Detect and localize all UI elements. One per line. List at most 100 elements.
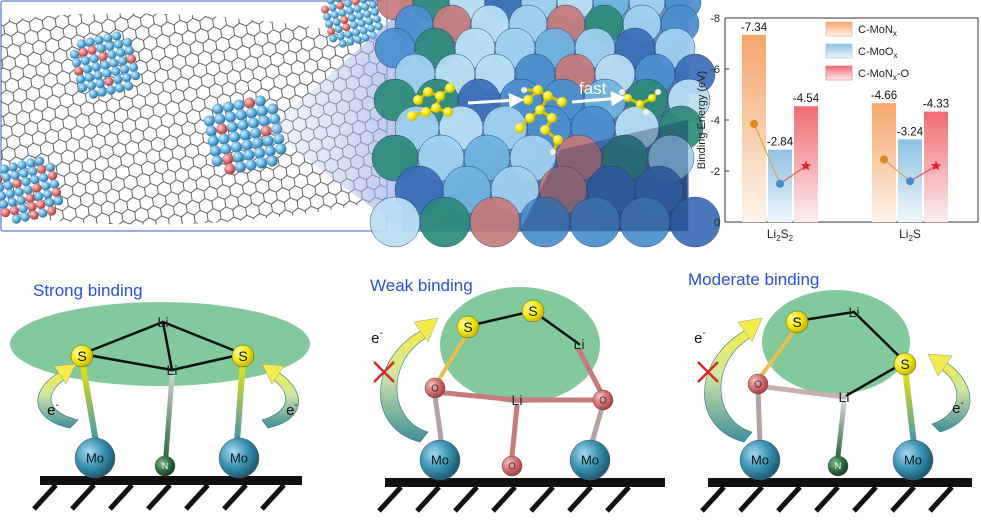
blue-atom xyxy=(80,56,90,66)
mo-atom xyxy=(419,439,461,481)
legend-swatch xyxy=(825,21,853,37)
hatch xyxy=(32,483,58,511)
blue-atom xyxy=(330,10,339,19)
s-label: S xyxy=(238,348,247,364)
atom xyxy=(521,87,527,93)
blue-atom xyxy=(43,189,53,199)
blue-atom xyxy=(338,8,347,17)
blue-atom xyxy=(120,64,130,74)
panel-title: Weak binding xyxy=(370,276,473,295)
mo-atom xyxy=(569,439,611,481)
blue-atom xyxy=(94,35,104,45)
blue-atom xyxy=(118,56,128,66)
atom xyxy=(525,113,535,123)
tspan: S xyxy=(913,227,921,241)
blue-atom xyxy=(124,46,135,56)
cross-icon xyxy=(697,361,719,383)
tspan: Li xyxy=(899,227,908,241)
arrow-fast xyxy=(571,91,626,107)
blue-atom xyxy=(10,170,20,180)
y-tick-label: -8 xyxy=(710,13,720,25)
atom xyxy=(553,135,563,145)
atom xyxy=(421,107,431,117)
blue-atom xyxy=(116,48,126,58)
atom xyxy=(557,97,567,107)
red-atom xyxy=(0,208,11,218)
hatch xyxy=(776,485,802,513)
legend-sub: x xyxy=(893,29,897,38)
e: e xyxy=(371,330,379,347)
circle-marker xyxy=(880,155,888,164)
blue-atom xyxy=(28,166,38,176)
red-atom xyxy=(87,45,97,55)
hatch xyxy=(928,485,954,513)
o-atom xyxy=(747,373,769,395)
blue-atom xyxy=(267,103,279,115)
blue-atom xyxy=(254,95,266,107)
atom xyxy=(423,87,433,97)
blue-atom xyxy=(230,141,242,153)
blue-atom xyxy=(93,70,103,80)
hatch xyxy=(377,485,403,513)
atom xyxy=(515,123,525,133)
e: e xyxy=(47,402,55,419)
minus: - xyxy=(703,328,706,339)
shadow xyxy=(520,120,688,231)
s-atom xyxy=(231,344,255,368)
y-tick-label: -2 xyxy=(710,166,720,178)
blue-atom xyxy=(49,179,60,189)
blue-atom xyxy=(30,175,40,185)
blue-atom xyxy=(75,74,86,84)
blue-atom xyxy=(363,10,372,18)
atom xyxy=(655,89,661,95)
blue-atom xyxy=(241,139,253,151)
electron-arrow-left-head xyxy=(53,363,77,385)
s-atom xyxy=(70,344,94,368)
blue-atom xyxy=(222,101,234,113)
blue-atom xyxy=(323,12,332,21)
blue-atom xyxy=(11,214,21,224)
n-label: N xyxy=(835,461,842,471)
blue-atom xyxy=(211,155,223,167)
blue-atom xyxy=(100,60,110,70)
atom xyxy=(619,89,625,95)
atom xyxy=(431,103,441,113)
atom xyxy=(443,107,453,117)
data-label: -4.54 xyxy=(793,93,820,105)
blue-atom xyxy=(0,183,5,193)
hatch xyxy=(260,483,286,511)
mo-label: Mo xyxy=(86,451,104,466)
atom xyxy=(435,91,445,101)
red-atom xyxy=(29,210,39,220)
bond-li-o xyxy=(509,403,520,459)
blue-atom xyxy=(234,161,246,173)
surface-atom xyxy=(419,196,471,248)
blue-atom xyxy=(359,0,368,4)
blue-atom xyxy=(243,149,255,161)
blue-atom xyxy=(86,81,96,91)
hatch xyxy=(738,485,764,513)
red-atom xyxy=(104,77,114,87)
blue-atom xyxy=(3,181,13,191)
red-atom xyxy=(98,52,108,62)
legend-main: C-MoO xyxy=(858,46,894,58)
atom xyxy=(413,95,423,105)
legend-main: C-MoN xyxy=(858,24,893,36)
atom xyxy=(535,105,545,115)
blue-atom xyxy=(88,89,98,99)
blue-atom xyxy=(16,195,26,205)
red-atom xyxy=(36,200,46,210)
blue-atom xyxy=(1,172,11,182)
atom xyxy=(540,125,550,135)
blue-atom xyxy=(115,83,125,93)
s-label: S xyxy=(900,356,909,372)
legend-swatch xyxy=(825,65,853,81)
bond-s-mo xyxy=(902,365,917,447)
o-atom xyxy=(592,389,614,411)
legend-sub: x xyxy=(893,73,897,82)
red-atom xyxy=(327,27,336,36)
hatch xyxy=(491,485,517,513)
blue-atom xyxy=(203,115,215,127)
bond-li-s xyxy=(161,320,245,356)
mo-atom xyxy=(218,437,260,479)
